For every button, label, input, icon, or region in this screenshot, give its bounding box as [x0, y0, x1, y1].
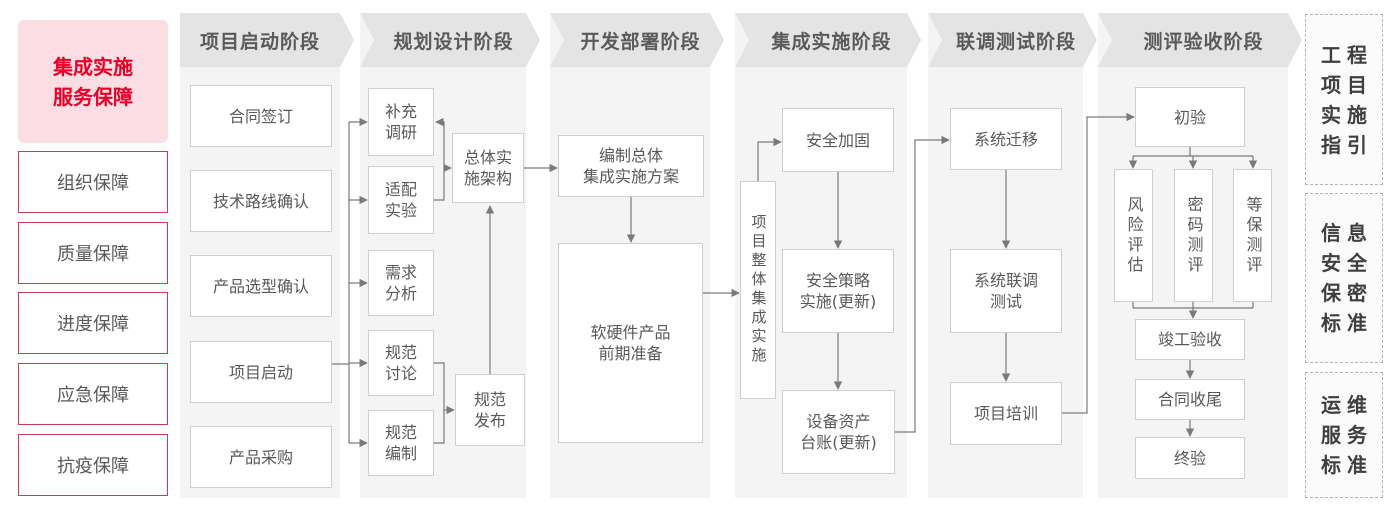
box-supplementary-research: 补充 调研 [368, 88, 434, 156]
sidebar-item-organization: 组织保障 [18, 151, 168, 213]
phase-header-joint-testing: 联调测试阶段 [928, 13, 1097, 67]
sidebar-item-quality: 质量保障 [18, 222, 168, 284]
box-spec-discussion: 规范 讨论 [368, 330, 434, 396]
box-contract-closing: 合同收尾 [1135, 379, 1245, 420]
phase-header-planning-design: 规划设计阶段 [360, 13, 540, 67]
box-completion-acceptance: 竣工验收 [1135, 319, 1245, 360]
box-password-evaluation: 密码测评 [1174, 169, 1213, 302]
box-product-procurement: 产品采购 [190, 426, 332, 488]
sidebar-item-schedule: 进度保障 [18, 292, 168, 354]
box-security-policy-implementation: 安全策略 实施(更新) [782, 249, 894, 333]
box-initial-acceptance: 初验 [1135, 87, 1245, 147]
box-risk-assessment: 风险评估 [1114, 169, 1153, 302]
box-overall-integration-plan: 编制总体 集成实施方案 [558, 135, 704, 197]
standard-card-infosec: 信息 安全 保密 标准 [1305, 193, 1383, 363]
box-overall-project-integration: 项目整体集成实施 [740, 181, 776, 399]
box-contract-signing: 合同签订 [190, 85, 332, 147]
box-hw-sw-preparation: 软硬件产品 前期准备 [558, 243, 703, 443]
box-spec-release: 规范 发布 [455, 374, 525, 446]
sidebar-item-epidemic: 抗疫保障 [18, 434, 168, 496]
box-security-hardening: 安全加固 [782, 108, 894, 172]
box-classified-protection-evaluation: 等保测评 [1233, 169, 1272, 302]
box-project-training: 项目培训 [950, 382, 1062, 445]
phase-header-evaluation-acceptance: 测评验收阶段 [1098, 13, 1302, 67]
box-system-migration: 系统迁移 [950, 108, 1062, 170]
box-overall-implementation-architecture: 总体实 施架构 [452, 133, 524, 203]
box-final-acceptance: 终验 [1135, 437, 1245, 479]
phase-header-development-deployment: 开发部署阶段 [550, 13, 724, 67]
box-adaptation-experiment: 适配 实验 [368, 166, 434, 234]
sidebar-title-card: 集成实施 服务保障 [18, 20, 168, 143]
box-asset-ledger-update: 设备资产 台账(更新) [782, 390, 895, 474]
standard-card-project-guide: 工程 项目 实施 指引 [1305, 14, 1383, 185]
box-requirement-analysis: 需求 分析 [368, 250, 434, 316]
phase-header-integration-implementation: 集成实施阶段 [735, 13, 921, 67]
sidebar-item-emergency: 应急保障 [18, 363, 168, 425]
phase-header-project-kickoff: 项目启动阶段 [180, 13, 354, 67]
box-project-kickoff: 项目启动 [190, 341, 332, 403]
box-spec-drafting: 规范 编制 [368, 410, 434, 476]
box-system-joint-test: 系统联调 测试 [950, 249, 1062, 333]
standard-card-ops: 运维 服务 标准 [1305, 372, 1383, 498]
box-product-selection-confirmation: 产品选型确认 [190, 255, 332, 317]
box-tech-route-confirmation: 技术路线确认 [190, 170, 332, 232]
